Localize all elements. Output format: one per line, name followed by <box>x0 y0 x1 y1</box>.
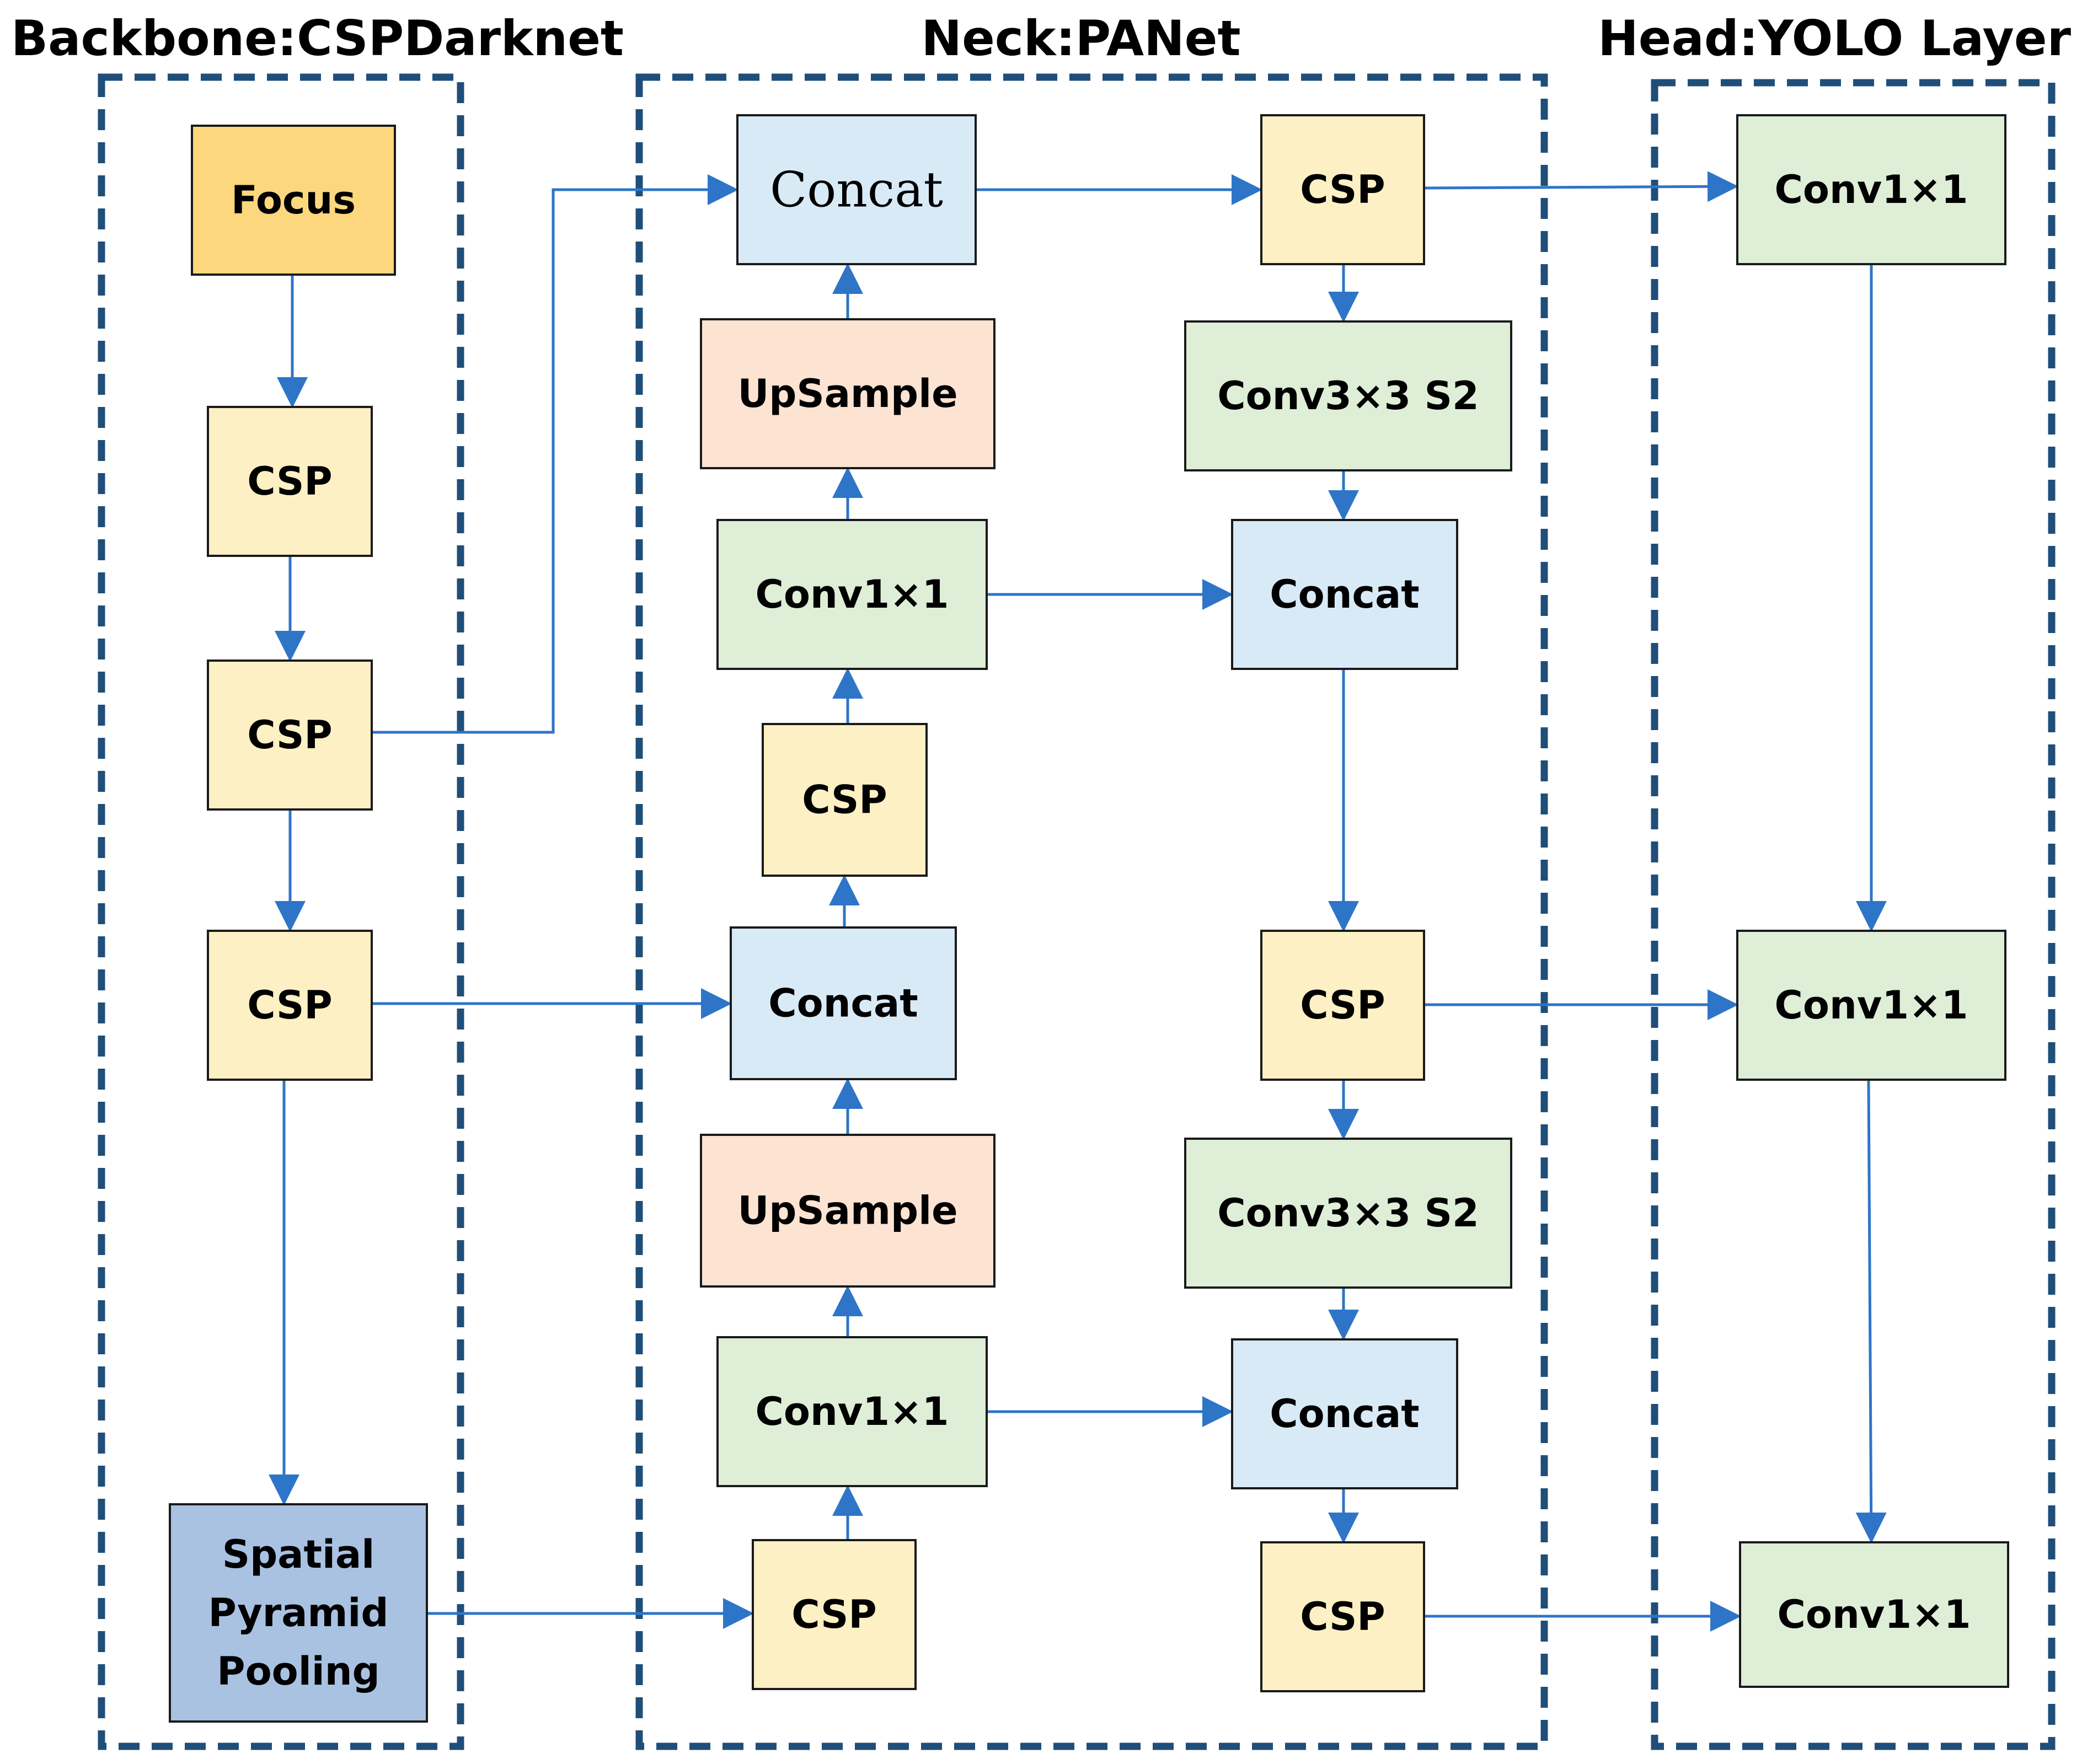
node-label-p-concat-2: Concat <box>1270 1391 1420 1436</box>
node-focus: Focus <box>191 125 396 276</box>
node-label-p-conv-s2-1: Conv3×3 S2 <box>1217 373 1479 419</box>
node-label-p-csp-bottom: CSP <box>1300 1594 1385 1639</box>
node-p-csp-mid: CSP <box>1260 930 1425 1081</box>
node-box-p-csp-top <box>1260 114 1425 265</box>
node-label-p-csp-mid: CSP <box>1300 983 1385 1028</box>
node-bb-csp1: CSP <box>207 406 373 557</box>
node-n-csp-mid: CSP <box>762 723 928 877</box>
node-box-n-conv-1 <box>716 519 988 670</box>
node-box-h-conv-3 <box>1739 1541 2009 1688</box>
node-label-h-conv-1: Conv1×1 <box>1775 167 1968 212</box>
node-box-n-upsample-1 <box>700 318 995 469</box>
node-label-spp-0: Spatial <box>222 1532 374 1577</box>
node-p-concat-2: Concat <box>1231 1338 1458 1489</box>
node-box-n-concat-mid <box>730 926 957 1080</box>
node-p-csp-top: CSP <box>1260 114 1425 265</box>
node-p-conv-s2-2: Conv3×3 S2 <box>1184 1138 1512 1289</box>
node-label-bb-csp2: CSP <box>247 712 332 758</box>
section-title-head: Head:YOLO Layer <box>1598 10 2071 67</box>
node-box-n-csp-bottom <box>752 1539 917 1690</box>
edge-bb-csp2-to-n-concat-top <box>372 174 738 734</box>
node-n-conv-1: Conv1×1 <box>716 519 988 670</box>
node-box-p-conv-s2-1 <box>1184 320 1512 471</box>
node-h-conv-3: Conv1×1 <box>1739 1541 2009 1688</box>
node-p-csp-bottom: CSP <box>1260 1541 1425 1692</box>
node-n-concat-top: Concat <box>736 114 977 265</box>
node-label-p-concat-1: Concat <box>1270 572 1420 617</box>
node-label-h-conv-3: Conv1×1 <box>1778 1592 1971 1637</box>
node-box-spp <box>169 1503 428 1723</box>
node-box-bb-csp1 <box>207 406 373 557</box>
node-box-p-csp-mid <box>1260 930 1425 1081</box>
node-h-conv-2: Conv1×1 <box>1736 930 2006 1081</box>
node-n-upsample-1: UpSample <box>700 318 995 469</box>
node-box-p-concat-2 <box>1231 1338 1458 1489</box>
node-n-csp-bottom: CSP <box>752 1539 917 1690</box>
node-label-spp-1: Pyramid <box>208 1590 388 1636</box>
node-label-n-upsample-2: UpSample <box>737 1188 957 1234</box>
node-box-p-csp-bottom <box>1260 1541 1425 1692</box>
group-frame-backbone <box>98 73 464 1750</box>
node-h-conv-1: Conv1×1 <box>1736 114 2006 265</box>
section-title-neck: Neck:PANet <box>921 10 1240 67</box>
node-bb-csp2: CSP <box>207 660 373 811</box>
node-box-n-conv-2 <box>716 1336 988 1487</box>
node-label-n-csp-bottom: CSP <box>791 1592 876 1637</box>
node-box-h-conv-1 <box>1736 114 2006 265</box>
node-label-p-csp-top: CSP <box>1300 167 1385 212</box>
node-box-n-csp-mid <box>762 723 928 877</box>
node-n-concat-mid: Concat <box>730 926 957 1080</box>
node-label-n-concat-mid: Concat <box>768 981 918 1026</box>
edge-h-conv-2-to-h-conv-3 <box>1855 1079 1887 1543</box>
node-label-n-csp-mid: CSP <box>802 778 887 823</box>
node-p-concat-1: Concat <box>1231 519 1458 670</box>
node-n-conv-2: Conv1×1 <box>716 1336 988 1487</box>
node-box-p-conv-s2-2 <box>1184 1138 1512 1289</box>
node-box-p-concat-1 <box>1231 519 1458 670</box>
group-frame-neck <box>635 73 1548 1750</box>
node-label-focus: Focus <box>231 178 356 223</box>
node-label-n-conv-1: Conv1×1 <box>756 572 949 617</box>
node-label-bb-csp3: CSP <box>247 983 332 1028</box>
node-n-upsample-2: UpSample <box>700 1134 995 1288</box>
edge-p-csp-top-to-h-conv-1 <box>1423 171 1738 202</box>
group-frame-head <box>1651 79 2056 1750</box>
node-label-h-conv-2: Conv1×1 <box>1775 983 1968 1028</box>
node-label-bb-csp1: CSP <box>247 459 332 504</box>
node-label-p-conv-s2-2: Conv3×3 S2 <box>1217 1191 1479 1236</box>
section-title-backbone: Backbone:CSPDarknet <box>11 10 624 67</box>
node-box-bb-csp2 <box>207 660 373 811</box>
node-box-bb-csp3 <box>207 930 373 1081</box>
node-label-n-conv-2: Conv1×1 <box>756 1389 949 1434</box>
node-p-conv-s2-1: Conv3×3 S2 <box>1184 320 1512 471</box>
node-label-spp-2: Pooling <box>217 1649 379 1694</box>
node-bb-csp3: CSP <box>207 930 373 1081</box>
node-label-n-upsample-1: UpSample <box>737 371 957 416</box>
node-label-n-concat-top: Concat <box>770 162 943 218</box>
node-box-h-conv-2 <box>1736 930 2006 1081</box>
node-box-n-upsample-2 <box>700 1134 995 1288</box>
node-box-focus <box>191 125 396 276</box>
node-box-n-concat-top <box>736 114 977 265</box>
